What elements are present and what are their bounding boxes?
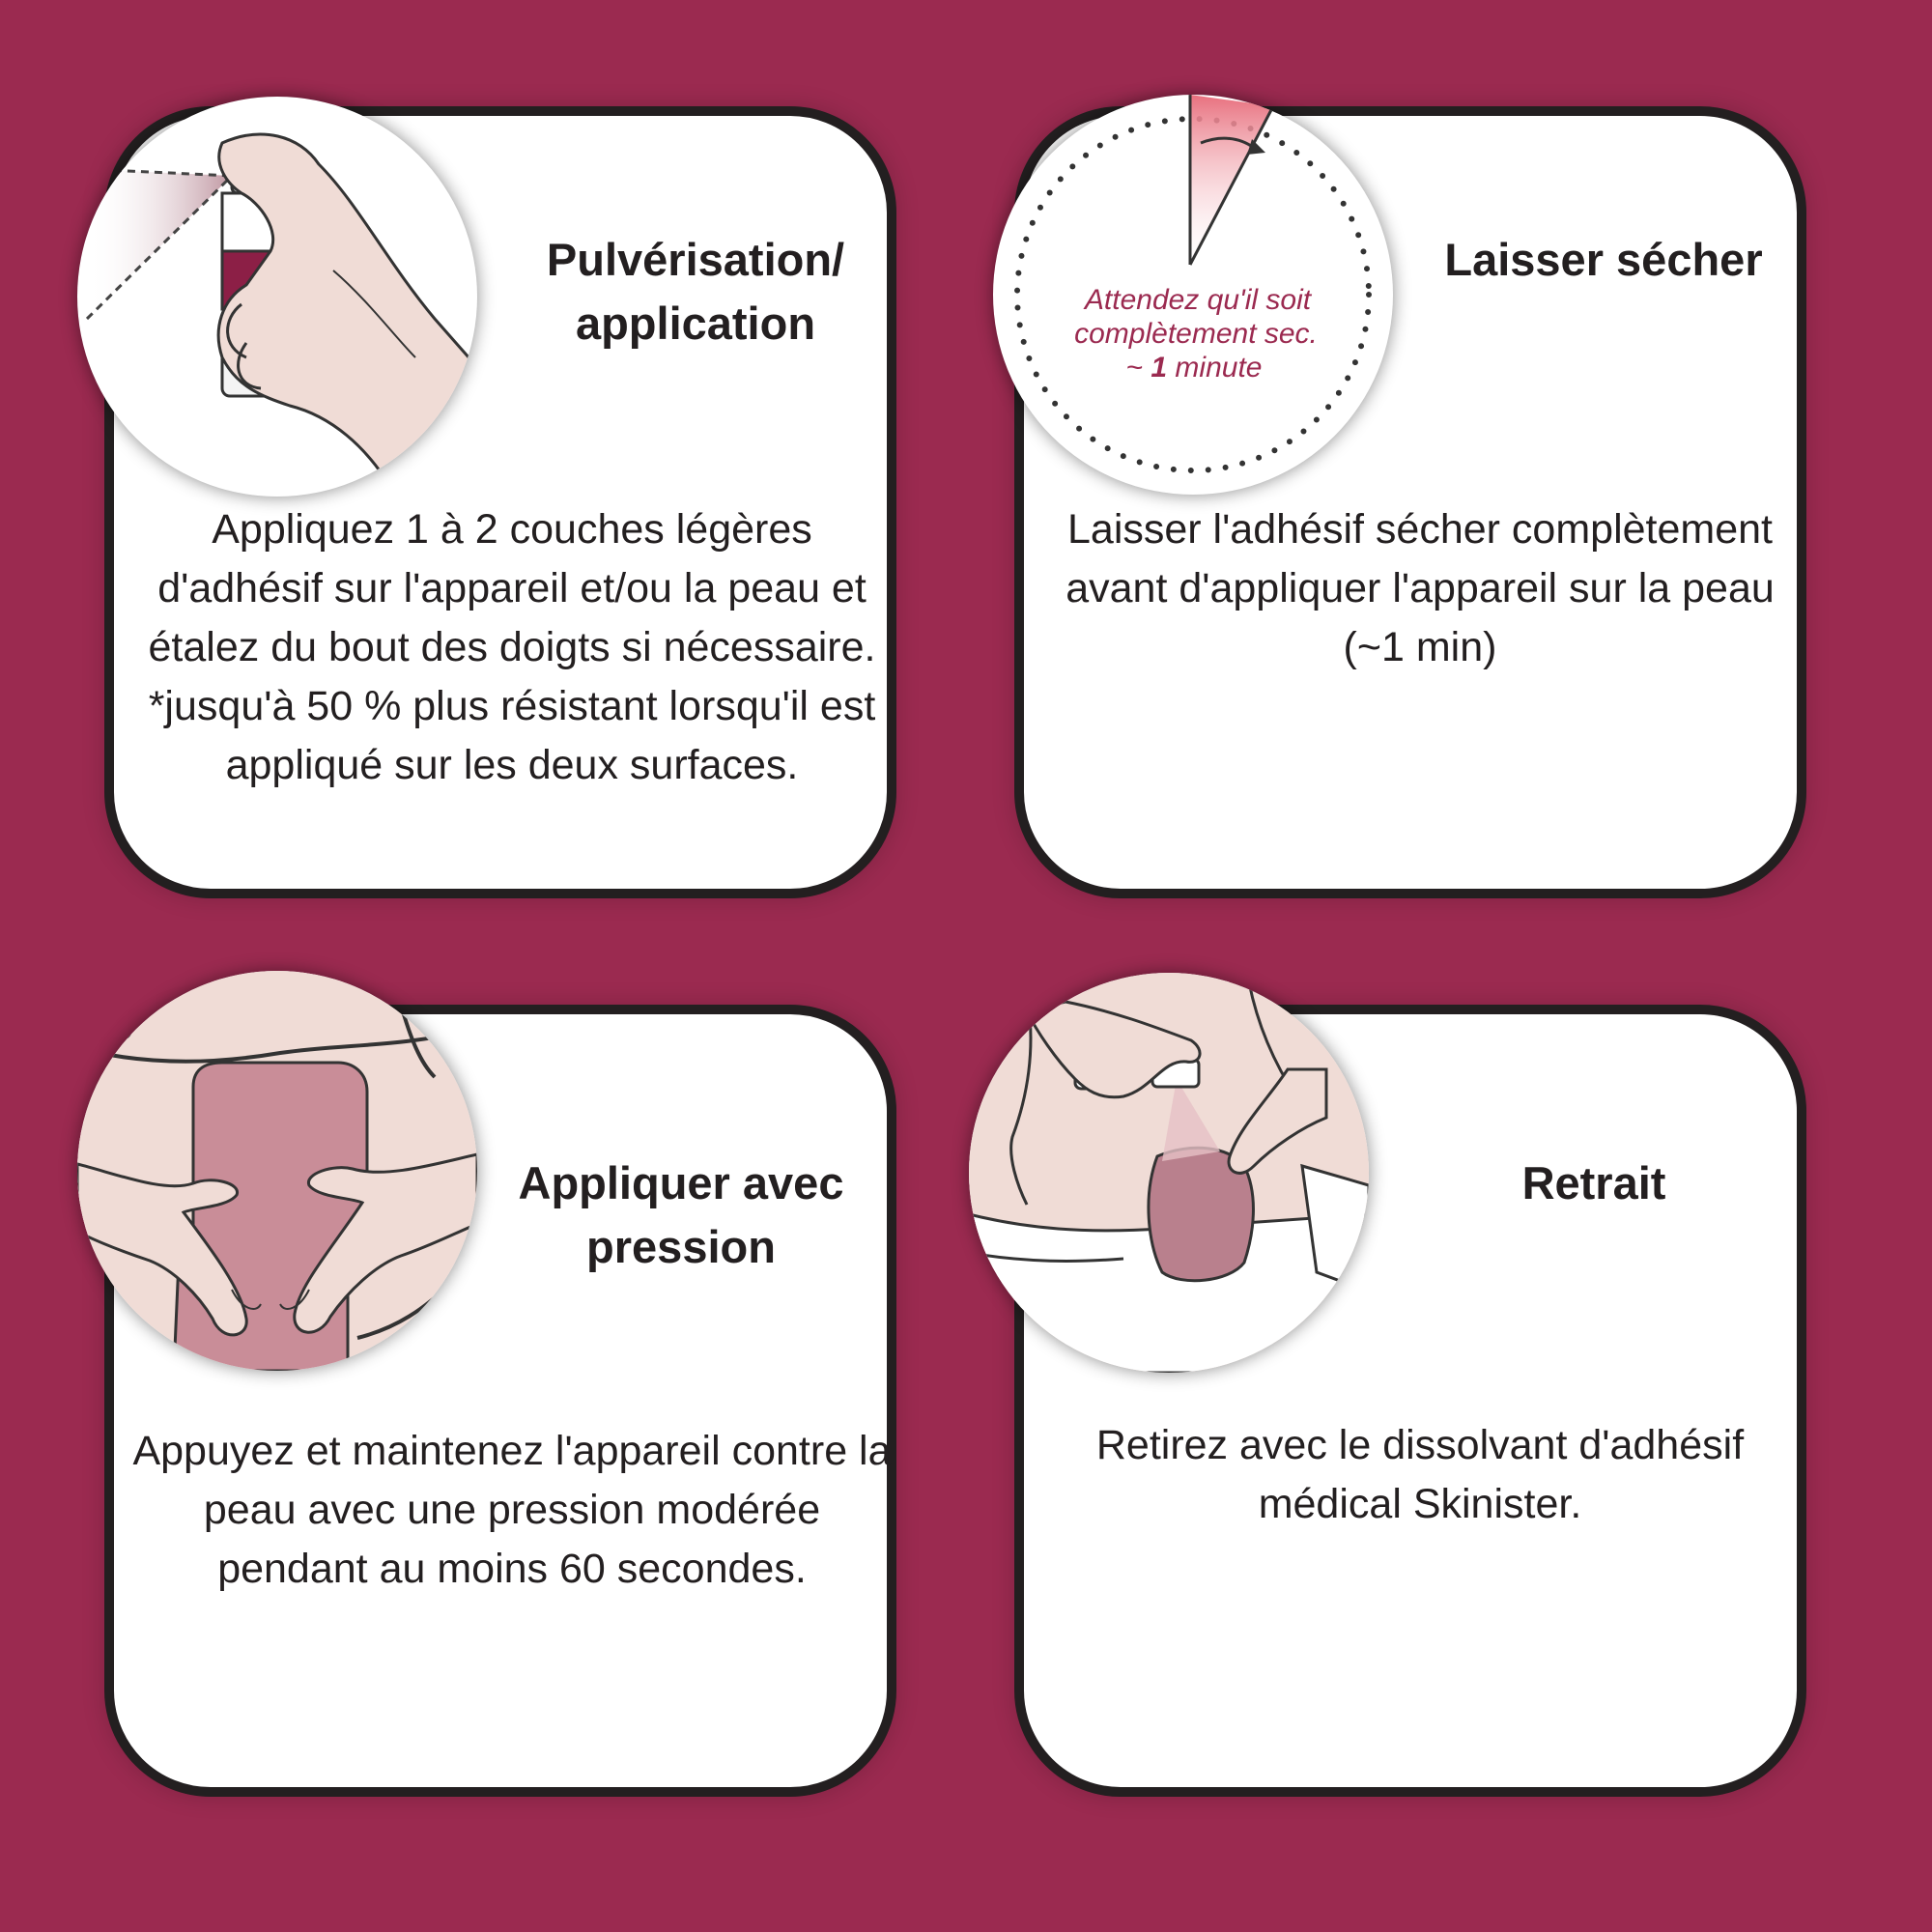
press-hands-icon bbox=[77, 971, 477, 1371]
removal-spray-icon bbox=[969, 973, 1369, 1373]
step-description: Appliquez 1 à 2 couches légères d'adhési… bbox=[148, 506, 876, 788]
spray-hand-icon bbox=[77, 97, 477, 497]
step-title: Pulvérisation/ application bbox=[546, 234, 845, 349]
step-title: Appliquer avec pression bbox=[518, 1157, 844, 1272]
timer-icon: Attendez qu'il soit complètement sec. ~ … bbox=[993, 95, 1393, 495]
step-title: Retrait bbox=[1521, 1157, 1666, 1208]
timer-note-line1: Attendez qu'il soit bbox=[1083, 284, 1313, 316]
timer-note-line2: complètement sec. bbox=[1074, 318, 1318, 350]
step-description: Laisser l'adhésif sécher complètement av… bbox=[1065, 506, 1775, 670]
step-title: Laisser sécher bbox=[1444, 234, 1763, 285]
step-description: Appuyez et maintenez l'appareil contre l… bbox=[132, 1428, 892, 1592]
timer-note-line3: ~ 1 minute bbox=[1126, 352, 1263, 384]
step-description: Retirez avec le dissolvant d'adhésif méd… bbox=[1095, 1422, 1745, 1527]
